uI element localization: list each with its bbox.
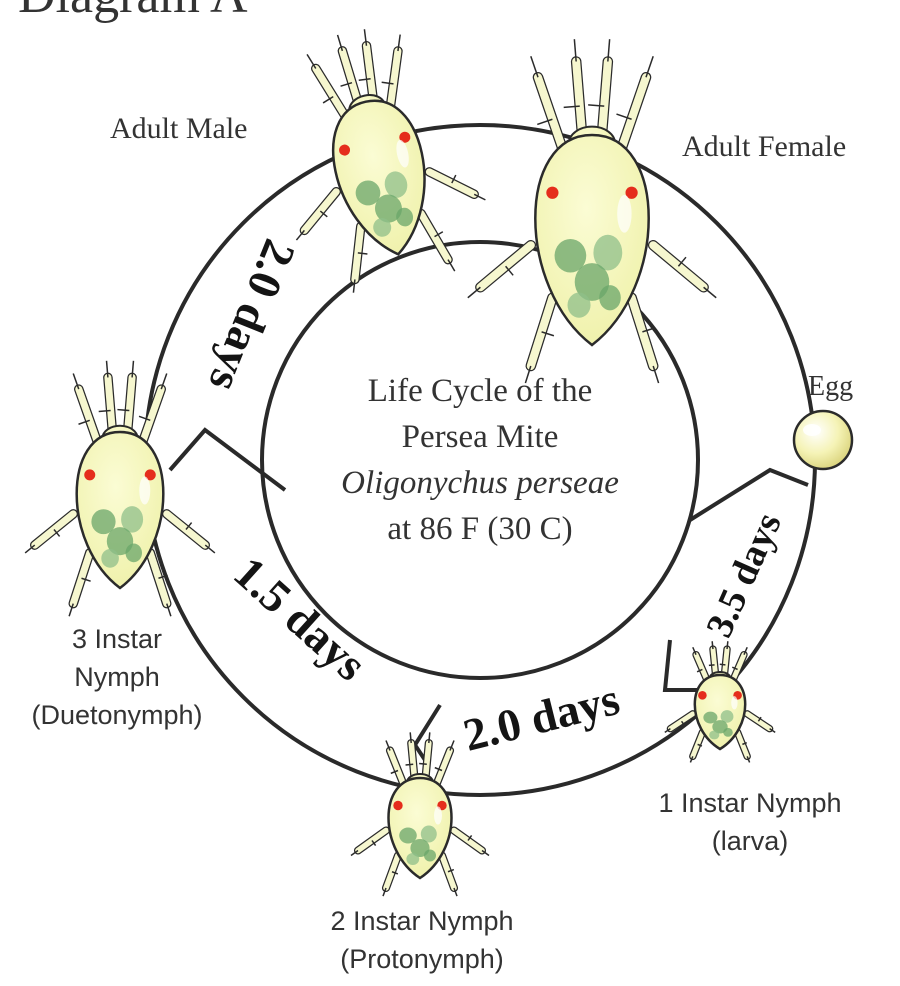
center-temperature: at 86 F (30 C) (300, 506, 660, 552)
second-instar-line2: (Protonymph) (282, 940, 562, 978)
third-instar-line1: 3 Instar (2, 620, 232, 658)
label-adult-female: Adult Female (682, 128, 846, 166)
label-egg: Egg (808, 368, 853, 406)
egg-illustration (794, 411, 852, 469)
divider-larva (665, 640, 700, 690)
label-second-instar: 2 Instar Nymph (Protonymph) (282, 902, 562, 978)
diagram-title: Diagram A (18, 0, 248, 25)
center-line1: Life Cycle of the (300, 368, 660, 414)
mite-protonymph (351, 732, 489, 896)
center-species-name: Oligonychus perseae (300, 460, 660, 506)
duration-egg-to-larva: 3.5 days (698, 507, 790, 644)
label-adult-male: Adult Male (110, 110, 247, 148)
first-instar-line2: (larva) (620, 822, 880, 860)
center-title: Life Cycle of the Persea Mite Oligonychu… (300, 368, 660, 552)
mite-larva (665, 641, 775, 762)
first-instar-line1: 1 Instar Nymph (620, 784, 880, 822)
third-instar-line2: Nymph (2, 658, 232, 696)
duration-protonymph-to-deutonymph: 1.5 days (224, 547, 376, 691)
mite-adult-female (468, 39, 716, 383)
label-third-instar: 3 Instar Nymph (Duetonymph) (2, 620, 232, 734)
mite-deutonymph (25, 361, 215, 616)
duration-larva-to-protonymph: 2.0 days (458, 673, 624, 761)
divider-deutonymph (170, 430, 285, 490)
label-first-instar: 1 Instar Nymph (larva) (620, 784, 880, 860)
third-instar-line3: (Duetonymph) (2, 696, 232, 734)
center-line2: Persea Mite (300, 414, 660, 460)
second-instar-line1: 2 Instar Nymph (282, 902, 562, 940)
